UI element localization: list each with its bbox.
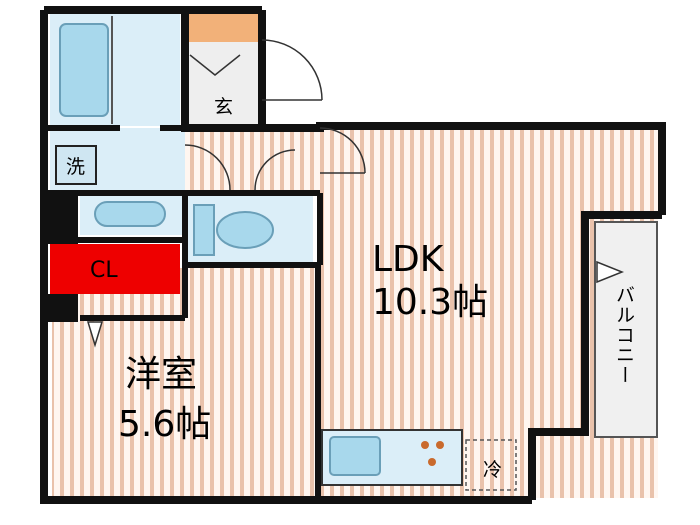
toilet-bowl (216, 211, 274, 249)
wall-stub (44, 294, 78, 322)
stove-burner (428, 458, 436, 466)
washer-label: 洗 (66, 156, 86, 178)
toilet-tank (193, 204, 215, 256)
western-room-size: 5.6帖 (118, 404, 212, 445)
ldk-label: LDK (372, 239, 444, 280)
sink (94, 201, 166, 227)
fridge-space (465, 439, 517, 491)
washer-box (55, 145, 97, 185)
ldk-size: 10.3帖 (372, 282, 489, 323)
entrance-label: 玄 (214, 96, 234, 118)
wall-stub (44, 196, 78, 244)
balcony-area (594, 221, 658, 438)
fridge-label: 冷 (483, 459, 503, 481)
corridor-floor (185, 128, 320, 193)
balcony-door-arrow (596, 260, 625, 284)
western-room-label: 洋室 (125, 354, 198, 395)
balcony-label: バルコニー (613, 285, 635, 385)
stove-burner (436, 441, 444, 449)
closet-area (50, 244, 180, 294)
door-swings (184, 39, 366, 191)
kitchen-sink (329, 436, 381, 476)
bathtub (59, 23, 109, 117)
stove-burner (421, 441, 429, 449)
closet-label: CL (90, 258, 118, 283)
closet-door-arrow (86, 321, 104, 348)
shoe-box (186, 14, 261, 42)
